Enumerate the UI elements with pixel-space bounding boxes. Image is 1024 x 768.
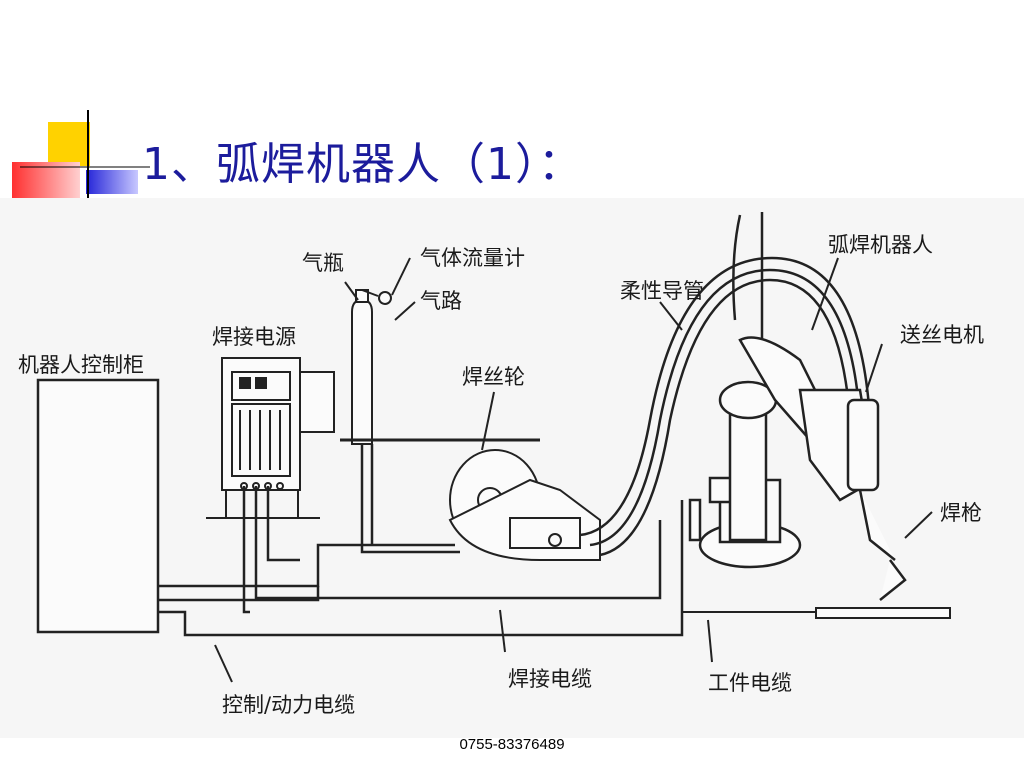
label-workpiece-cable: 工件电缆: [708, 671, 792, 695]
slide-title: 1、弧焊机器人（1）：: [142, 139, 583, 190]
label-wire-reel: 焊丝轮: [462, 365, 525, 389]
deco-yellow-square: [48, 122, 90, 166]
welding-power-supply: [206, 357, 335, 519]
cable-routes: [158, 212, 872, 637]
robot-controller-cabinet: [36, 378, 160, 634]
label-wire-feed-motor: 送丝电机: [900, 323, 984, 347]
wire-reel: [448, 449, 601, 561]
label-control-power-cable: 控制/动力电缆: [222, 693, 355, 717]
label-welding-torch: 焊枪: [940, 501, 982, 525]
label-flexible-conduit: 柔性导管: [620, 279, 704, 303]
arc-welding-robot: [688, 336, 907, 601]
leader-arrows: [214, 257, 933, 683]
gas-cylinder: [340, 289, 540, 445]
label-welding-cable: 焊接电缆: [508, 667, 592, 691]
title-decoration: [12, 110, 150, 200]
label-robot-controller: 机器人控制柜: [18, 353, 144, 377]
deco-red-bar: [12, 162, 80, 198]
footer-phone: 0755-83376489: [459, 736, 565, 753]
deco-blue-bar: [86, 170, 138, 194]
label-gas-line: 气路: [420, 289, 462, 313]
label-gas-flowmeter: 气体流量计: [420, 246, 525, 270]
label-welding-power: 焊接电源: [212, 325, 296, 349]
label-gas-cylinder: 气瓶: [302, 251, 344, 275]
arc-welding-robot-diagram: 机器人控制柜 焊接电源 气瓶 气体流量计 气路 焊丝轮 柔性导管 弧焊机器人 送…: [0, 198, 1024, 738]
workpiece: [815, 607, 951, 619]
label-arc-welding-robot: 弧焊机器人: [828, 233, 933, 257]
